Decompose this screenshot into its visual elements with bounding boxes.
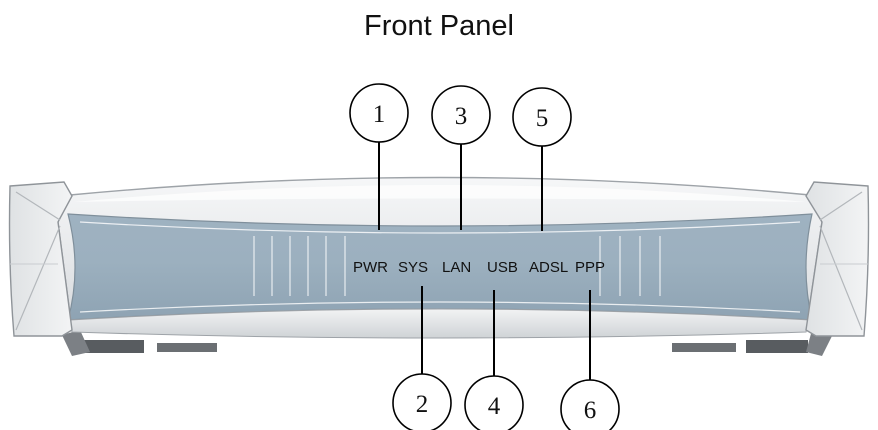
callout-circle-4 <box>464 375 524 430</box>
callout-number-3: 3 <box>455 103 468 130</box>
led-label-usb: USB <box>487 259 518 276</box>
callout-number-2: 2 <box>416 391 429 418</box>
callout-circle-2 <box>392 373 452 430</box>
led-label-ppp: PPP <box>575 259 605 276</box>
indicator-band <box>67 213 813 321</box>
band-ribs <box>253 236 661 296</box>
callout-circle-1 <box>349 83 409 143</box>
callout-circle-6 <box>560 379 620 430</box>
callout-circle-5 <box>512 87 572 147</box>
right-end-cap <box>805 181 870 337</box>
diagram-title: Front Panel <box>364 10 514 42</box>
led-labels: PWR SYS LAN USB ADSL PPP <box>353 259 605 276</box>
callout-leaders <box>378 142 591 380</box>
led-label-lan: LAN <box>442 259 471 276</box>
led-label-adsl: ADSL <box>529 259 568 276</box>
callout-number-5: 5 <box>536 105 549 132</box>
callout-circle-3 <box>431 85 491 145</box>
left-end-cap <box>8 181 73 337</box>
callout-number-4: 4 <box>488 393 501 420</box>
callout-number-1: 1 <box>373 101 386 128</box>
router-feet <box>62 330 832 356</box>
led-label-pwr: PWR <box>353 259 388 276</box>
led-label-sys: SYS <box>398 259 428 276</box>
callout-number-6: 6 <box>584 397 597 424</box>
